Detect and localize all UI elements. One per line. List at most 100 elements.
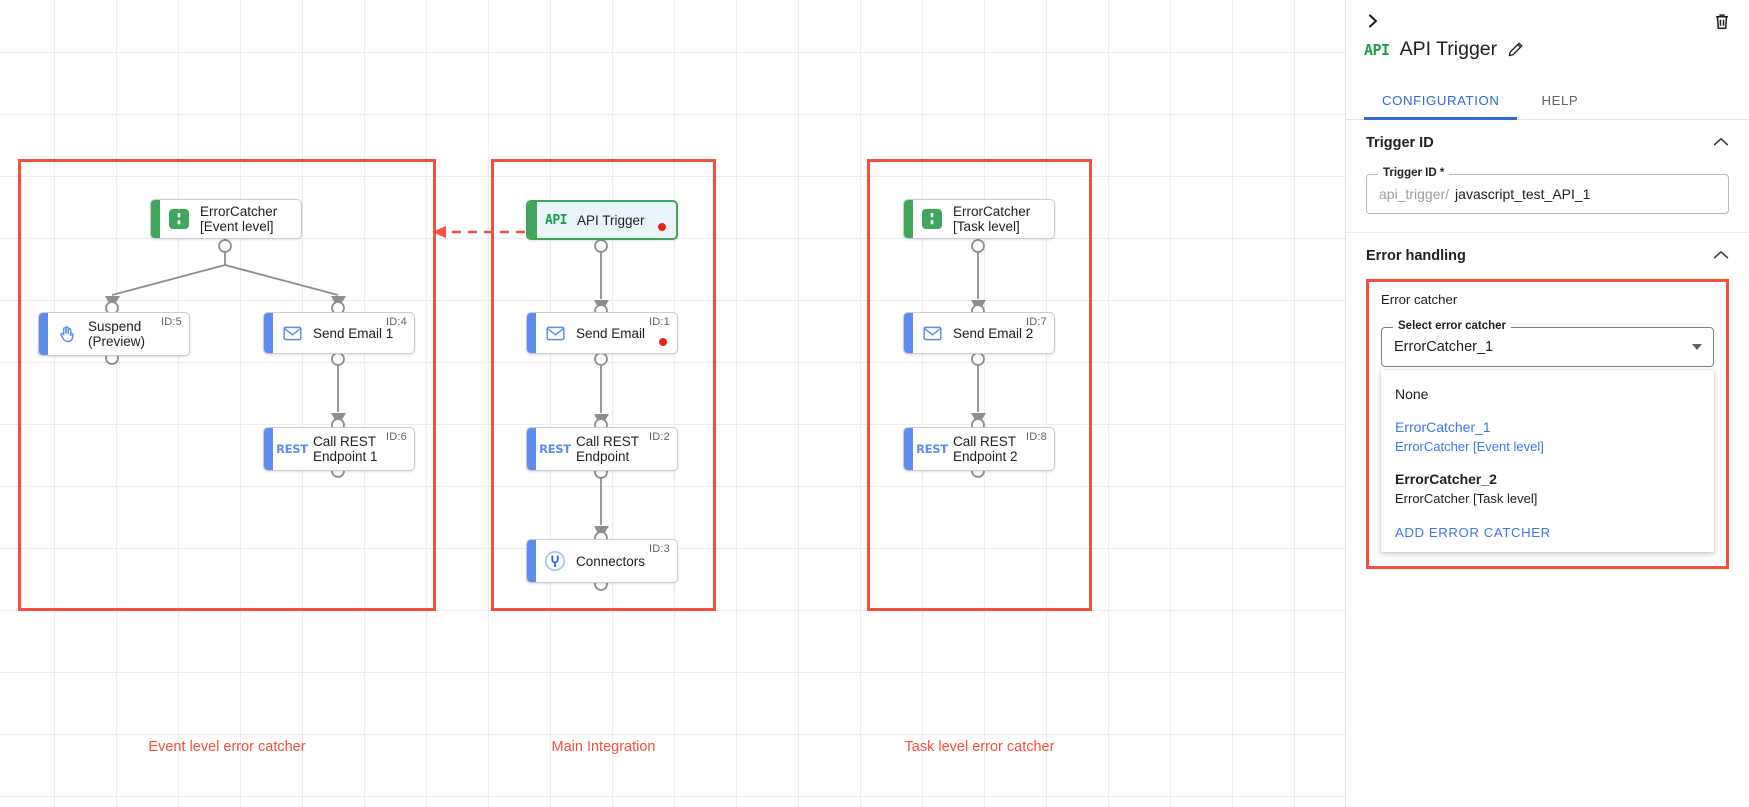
panel-header: API API Trigger	[1346, 0, 1749, 82]
rest-icon: REST	[273, 428, 311, 470]
rest-icon: REST	[536, 428, 574, 470]
section-trigger-id: Trigger ID Trigger ID * api_trigger/ jav…	[1346, 120, 1749, 233]
node-title: Call REST Endpoint 2	[953, 434, 1018, 464]
option-label: ErrorCatcher_1	[1395, 419, 1491, 435]
node-send-email[interactable]: Send Email ID:1	[526, 312, 678, 354]
node-accent-bar	[527, 540, 536, 582]
workflow-canvas[interactable]: ErrorCatcher [Event level] Suspend (Prev…	[0, 0, 1345, 807]
envelope-icon	[273, 313, 311, 353]
dropdown-option-errorcatcher-1[interactable]: ErrorCatcher_1 ErrorCatcher [Event level…	[1381, 411, 1714, 463]
node-accent-bar	[151, 200, 160, 238]
node-title: Call REST Endpoint	[576, 434, 640, 464]
option-sublabel: ErrorCatcher [Task level]	[1395, 491, 1538, 506]
group-label-task-level: Task level error catcher	[904, 739, 1055, 755]
node-api-trigger[interactable]: API API Trigger	[526, 200, 678, 240]
configuration-panel: API API Trigger CONFIGURATION HELP	[1345, 0, 1749, 807]
select-error-catcher-value: ErrorCatcher_1	[1394, 339, 1494, 355]
node-title: Suspend (Preview)	[88, 319, 146, 349]
trigger-id-field[interactable]: Trigger ID * api_trigger/ javascript_tes…	[1366, 167, 1729, 214]
node-title: Send Email 2	[953, 325, 1034, 341]
api-icon-label: API	[545, 212, 567, 228]
node-error-dot	[658, 223, 666, 231]
chevron-down-icon[interactable]	[1692, 344, 1702, 350]
node-errorcatcher-event-level[interactable]: ErrorCatcher [Event level]	[150, 199, 302, 239]
node-send-email-1[interactable]: Send Email 1 ID:4	[263, 312, 415, 354]
error-catcher-label: Error catcher	[1381, 292, 1458, 307]
node-title: ErrorCatcher [Task level]	[953, 204, 1031, 234]
error-catcher-icon	[160, 200, 198, 238]
rest-icon-label: REST	[916, 442, 948, 456]
node-errorcatcher-task-level[interactable]: ErrorCatcher [Task level]	[903, 199, 1055, 239]
select-error-catcher-label: Select error catcher	[1393, 320, 1512, 332]
node-title: Connectors	[576, 553, 646, 569]
chevron-right-icon[interactable]	[1360, 8, 1386, 34]
error-catcher-box: Error catcher Select error catcher Error…	[1366, 279, 1729, 569]
group-box-task-level[interactable]	[867, 159, 1092, 611]
node-accent-bar	[528, 202, 537, 238]
hand-icon	[48, 313, 86, 355]
node-title: API Trigger	[577, 212, 645, 228]
node-id: ID:5	[161, 316, 182, 328]
node-error-dot	[659, 338, 667, 346]
node-accent-bar	[264, 313, 273, 353]
node-title: ErrorCatcher [Event level]	[200, 204, 278, 234]
trigger-id-label: Trigger ID *	[1378, 167, 1450, 179]
chevron-up-icon[interactable]	[1713, 134, 1729, 152]
panel-tabs: CONFIGURATION HELP	[1346, 82, 1749, 120]
tab-help-label: HELP	[1541, 93, 1579, 108]
node-accent-bar	[527, 313, 536, 353]
tab-configuration[interactable]: CONFIGURATION	[1364, 82, 1518, 120]
api-icon: API	[1364, 40, 1390, 59]
dropdown-option-none[interactable]: None	[1381, 378, 1714, 411]
node-id: ID:1	[649, 316, 670, 328]
node-id: ID:4	[386, 316, 407, 328]
error-catcher-dropdown: None ErrorCatcher_1 ErrorCatcher [Event …	[1381, 370, 1714, 552]
dropdown-option-errorcatcher-2[interactable]: ErrorCatcher_2 ErrorCatcher [Task level]	[1381, 463, 1714, 515]
node-id: ID:7	[1026, 316, 1047, 328]
trigger-id-prefix: api_trigger/	[1379, 186, 1450, 202]
group-box-main-integration[interactable]	[491, 159, 716, 611]
node-call-rest-endpoint[interactable]: REST Call REST Endpoint ID:2	[526, 427, 678, 471]
chevron-up-icon[interactable]	[1713, 247, 1729, 265]
select-error-catcher[interactable]: Select error catcher ErrorCatcher_1	[1381, 320, 1714, 367]
add-error-catcher-button[interactable]: ADD ERROR CATCHER	[1395, 525, 1551, 540]
option-label: None	[1395, 386, 1429, 402]
node-title: Send Email 1	[313, 325, 394, 341]
group-box-event-level[interactable]	[18, 159, 436, 611]
node-call-rest-endpoint-2[interactable]: REST Call REST Endpoint 2 ID:8	[903, 427, 1055, 471]
node-id: ID:2	[649, 431, 670, 443]
node-connectors[interactable]: Connectors ID:3	[526, 539, 678, 583]
node-accent-bar	[904, 200, 913, 238]
node-suspend[interactable]: Suspend (Preview) ID:5	[38, 312, 190, 356]
trigger-id-input[interactable]: javascript_test_API_1	[1455, 186, 1591, 202]
trash-icon[interactable]	[1709, 8, 1735, 34]
panel-title-row: API API Trigger	[1364, 38, 1524, 61]
node-id: ID:3	[649, 543, 670, 555]
connectors-icon	[536, 540, 574, 582]
node-id: ID:6	[386, 431, 407, 443]
envelope-icon	[913, 313, 951, 353]
rest-icon-label: REST	[539, 442, 571, 456]
node-send-email-2[interactable]: Send Email 2 ID:7	[903, 312, 1055, 354]
node-accent-bar	[39, 313, 48, 355]
node-accent-bar	[904, 313, 913, 353]
group-label-event-level: Event level error catcher	[148, 739, 306, 755]
section-title: Trigger ID	[1366, 135, 1434, 151]
section-error-handling-header[interactable]: Error handling	[1366, 247, 1729, 265]
tab-help[interactable]: HELP	[1523, 82, 1596, 119]
pencil-icon[interactable]	[1507, 41, 1524, 58]
node-accent-bar	[264, 428, 273, 470]
error-catcher-icon	[913, 200, 951, 238]
api-icon: API	[537, 202, 575, 238]
node-accent-bar	[527, 428, 536, 470]
tab-configuration-label: CONFIGURATION	[1382, 93, 1500, 108]
node-title: Send Email	[576, 325, 646, 341]
option-sublabel: ErrorCatcher [Event level]	[1395, 439, 1544, 454]
option-label: ErrorCatcher_2	[1395, 471, 1497, 487]
node-id: ID:8	[1026, 431, 1047, 443]
node-accent-bar	[904, 428, 913, 470]
section-trigger-id-header[interactable]: Trigger ID	[1366, 134, 1729, 152]
rest-icon-label: REST	[276, 442, 308, 456]
envelope-icon	[536, 313, 574, 353]
node-call-rest-endpoint-1[interactable]: REST Call REST Endpoint 1 ID:6	[263, 427, 415, 471]
